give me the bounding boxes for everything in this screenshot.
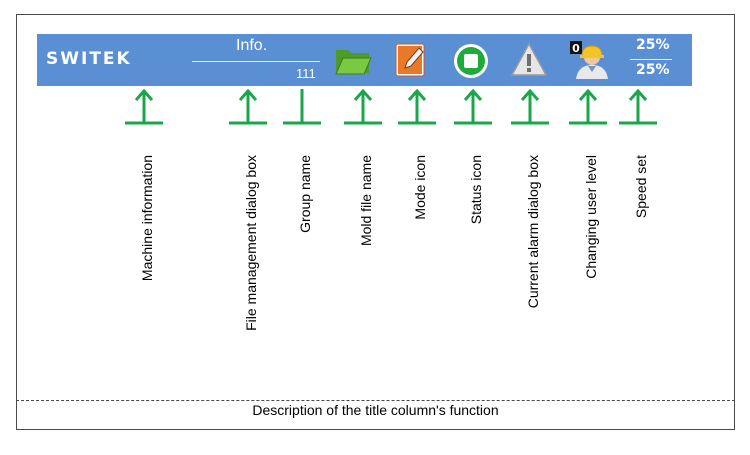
folder-icon[interactable] [333,40,373,80]
user-level-badge: 0 [572,42,580,55]
arrow-current-alarm [511,88,549,125]
arrow-speed-set [619,88,657,125]
stop-status-icon[interactable] [452,42,490,80]
group-name-value: 111 [296,66,316,81]
arrow-mold-file-name [344,88,382,125]
arrow-status-icon [454,88,492,125]
info-divider [192,61,320,62]
figure-frame [16,14,735,430]
info-label[interactable]: Info. [236,37,268,54]
arrow-machine-information [125,88,163,125]
figure-caption: Description of the title column's functi… [252,402,499,418]
warning-icon[interactable] [509,40,549,80]
machine-logo[interactable]: SWITEK [46,49,132,69]
arrow-file-management [229,88,267,125]
caption-divider [16,400,735,401]
speed-set-top[interactable]: 25% [636,37,670,53]
user-icon[interactable]: 0 [568,39,612,81]
edit-icon[interactable] [393,40,429,80]
speed-set-bottom[interactable]: 25% [636,62,670,78]
arrow-group-name [283,89,321,125]
arrow-mode-icon [398,88,436,125]
arrow-user-level [569,88,607,125]
speed-divider [630,59,672,60]
